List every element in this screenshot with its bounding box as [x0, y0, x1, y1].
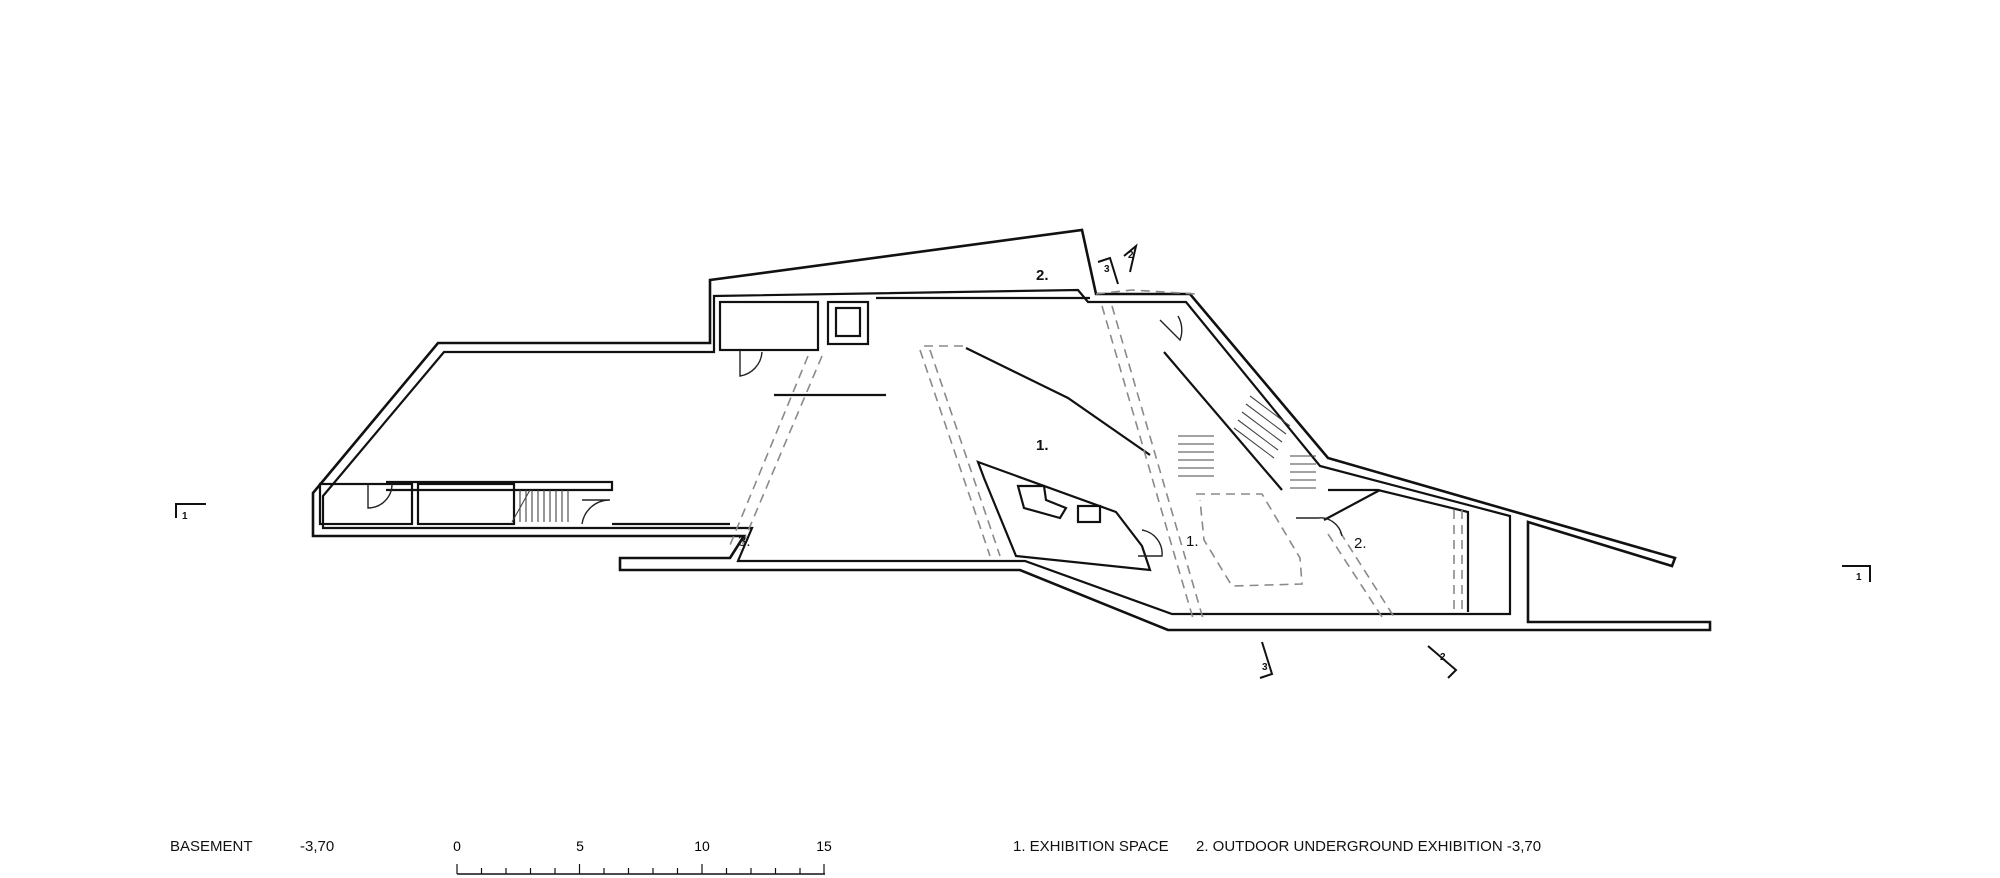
section-mark-right-1: 1 [1842, 565, 1871, 583]
left-stair [511, 489, 569, 523]
display-case [1016, 484, 1068, 520]
label-main-exhibition: 1. [1036, 437, 1049, 454]
doors [367, 315, 1343, 557]
overhead-dashed-lines [727, 289, 1463, 623]
scale-tick-10: 10 [694, 838, 710, 854]
lift-car [834, 306, 862, 338]
left-room-a [318, 482, 414, 526]
left-corridor-wall [386, 480, 614, 492]
svg-text:1: 1 [1856, 572, 1862, 583]
right-divider [1323, 489, 1381, 521]
exhibition-partition [965, 347, 1151, 456]
display-box [1076, 504, 1102, 524]
left-room-b [416, 482, 516, 526]
label-upper-outdoor: 2. [1036, 267, 1049, 284]
right-stair-b [1178, 435, 1316, 489]
scale-bar-graphic [456, 864, 825, 875]
scale-tick-0: 0 [453, 838, 461, 854]
label-right-exhibition: 1. [1186, 533, 1199, 550]
scale-tick-5: 5 [576, 838, 584, 854]
right-stair-a [1233, 395, 1291, 459]
label-stair-room: 3. [738, 533, 751, 550]
display-island [976, 460, 1152, 572]
label-right-outdoor: 2. [1354, 535, 1367, 552]
section-mark-bottom-3: 3 [1259, 641, 1274, 679]
outer-walls [311, 228, 1712, 632]
legend-item-2: 2. OUTDOOR UNDERGROUND EXHIBITION -3,70 [1196, 838, 1542, 855]
svg-text:2: 2 [1128, 250, 1134, 261]
right-wall [1163, 351, 1283, 491]
svg-text:2: 2 [1440, 652, 1446, 663]
section-mark-bottom-2: 2 [1427, 645, 1458, 679]
right-room [1328, 488, 1470, 612]
lift-core [826, 300, 870, 346]
service-room [718, 300, 820, 352]
scale-bar: 0 5 10 15 [453, 838, 835, 878]
level-name: BASEMENT [170, 838, 253, 855]
svg-text:3: 3 [1104, 264, 1110, 275]
section-mark-top-2: 2 [1123, 243, 1138, 273]
legend-item-1: 1. EXHIBITION SPACE [1013, 838, 1169, 855]
scale-tick-15: 15 [816, 838, 832, 854]
section-mark-left-1: 1 [175, 503, 206, 522]
section-mark-top-3: 3 [1097, 256, 1119, 285]
svg-text:1: 1 [182, 511, 188, 522]
level-value: -3,70 [300, 838, 335, 855]
inner-walls [321, 288, 1512, 616]
svg-text:3: 3 [1262, 662, 1268, 673]
